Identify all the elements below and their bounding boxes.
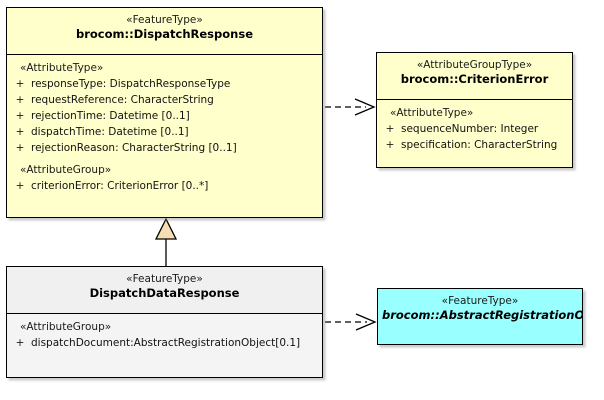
class-box-abstract-registration-object[interactable]: «FeatureType» brocom::AbstractRegistrati… (377, 288, 583, 345)
dependency-dispatchdataresponse-to-abstractregistrationobject (325, 313, 377, 331)
class-box-dispatch-response[interactable]: «FeatureType» brocom::DispatchResponse «… (6, 7, 323, 218)
attribute-row: + dispatchTime: Datetime [0..1] (9, 124, 320, 140)
class-box-criterion-error[interactable]: «AttributeGroupType» brocom::CriterionEr… (376, 52, 573, 168)
stereotype-label: «FeatureType» (441, 295, 519, 307)
visibility-marker: + (15, 142, 25, 154)
class-name-label: brocom::DispatchResponse (76, 27, 253, 41)
class-body-criterion-error: «AttributeType» + sequenceNumber: Intege… (377, 100, 572, 157)
class-name-label: brocom::CriterionError (400, 72, 549, 86)
attribute-row: + dispatchDocument:AbstractRegistrationO… (9, 335, 320, 351)
class-header-dispatch-response: «FeatureType» brocom::DispatchResponse (7, 8, 322, 55)
class-body-dispatch-data-response: «AttributeGroup» + dispatchDocument:Abst… (7, 314, 322, 355)
class-name-label: brocom::AbstractRegistrationObject (382, 308, 583, 322)
attribute-row: + requestReference: CharacterString (9, 92, 320, 108)
attribute-text: dispatchDocument:AbstractRegistrationObj… (31, 337, 301, 349)
class-name-label: DispatchDataResponse (89, 286, 240, 300)
class-header-dispatch-data-response: «FeatureType» DispatchDataResponse (7, 267, 322, 314)
attribute-text: responseType: DispatchResponseType (31, 78, 231, 90)
dependency-dispatchresponse-to-criterionerror (325, 98, 376, 116)
attribute-text: requestReference: CharacterString (31, 94, 214, 106)
attribute-text: criterionError: CriterionError [0..*] (31, 180, 209, 192)
class-header-abstract-registration-object: «FeatureType» brocom::AbstractRegistrati… (378, 289, 582, 343)
visibility-marker: + (15, 110, 25, 122)
attribute-text: rejectionTime: Datetime [0..1] (31, 110, 190, 122)
stereotype-label: «FeatureType» (126, 273, 203, 285)
attribute-text: rejectionReason: CharacterString [0..1] (31, 142, 237, 154)
attribute-text: dispatchTime: Datetime [0..1] (31, 126, 189, 138)
visibility-marker: + (15, 126, 25, 138)
visibility-marker: + (385, 139, 395, 151)
attribute-row: + specification: CharacterString (379, 137, 570, 153)
generalization-dispatchdataresponse-to-dispatchresponse (154, 217, 178, 266)
attribute-row: + rejectionTime: Datetime [0..1] (9, 108, 320, 124)
attribute-row: + sequenceNumber: Integer (379, 121, 570, 137)
class-box-dispatch-data-response[interactable]: «FeatureType» DispatchDataResponse «Attr… (6, 266, 323, 378)
class-header-criterion-error: «AttributeGroupType» brocom::CriterionEr… (377, 53, 572, 100)
attribute-group-label: «AttributeGroup» (20, 164, 112, 176)
class-body-dispatch-response: «AttributeType» + responseType: Dispatch… (7, 55, 322, 198)
attribute-group-label: «AttributeType» (20, 62, 104, 74)
visibility-marker: + (15, 180, 25, 192)
attribute-group-label: «AttributeType» (390, 107, 474, 119)
attribute-row: + rejectionReason: CharacterString [0..1… (9, 140, 320, 156)
attribute-row: + criterionError: CriterionError [0..*] (9, 178, 320, 194)
attribute-row: + responseType: DispatchResponseType (9, 76, 320, 92)
visibility-marker: + (15, 94, 25, 106)
attribute-group-label: «AttributeGroup» (20, 321, 112, 333)
stereotype-label: «FeatureType» (126, 14, 203, 26)
attribute-text: specification: CharacterString (401, 139, 558, 151)
stereotype-label: «AttributeGroupType» (416, 59, 533, 71)
attribute-text: sequenceNumber: Integer (401, 123, 539, 135)
visibility-marker: + (15, 78, 25, 90)
visibility-marker: + (385, 123, 395, 135)
visibility-marker: + (15, 337, 25, 349)
